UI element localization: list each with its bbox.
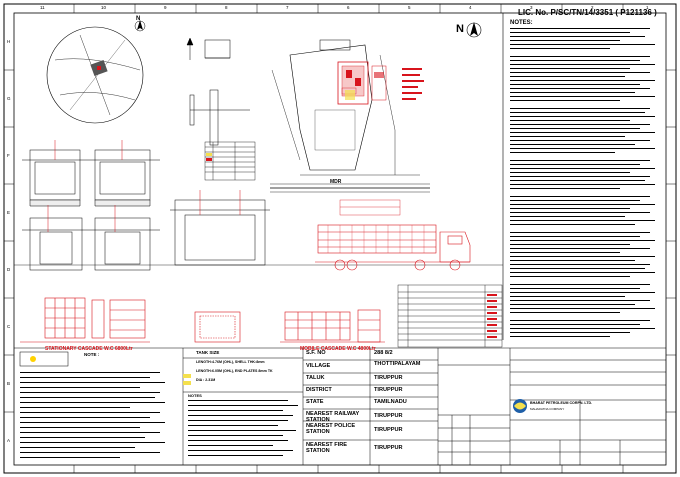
village-label: VILLAGE [306, 363, 331, 369]
tank-line-2: LENGTH:6.05M (OHL), END PLATES 8mm TK [196, 369, 273, 373]
railway-value: TIRUPPUR [374, 413, 403, 419]
grid-row-f: F [7, 153, 10, 158]
district-label: DISTRICT [306, 387, 332, 393]
upper-detail [186, 37, 250, 146]
north-arrow-right [466, 22, 482, 38]
district-value: TIRUPPUR [374, 387, 403, 393]
stationary-cascade [20, 297, 150, 343]
grid-col-10: 10 [101, 5, 107, 10]
grid-col-2: 2 [591, 5, 594, 10]
tank-section-upper [22, 140, 160, 207]
fire-value: TIRUPPUR [374, 445, 403, 451]
grid-row-g: G [7, 96, 11, 101]
notes-bottom: NOTES [188, 393, 202, 398]
mobile-cascade-label: MOBILE CASCADE W.C 4800Ltr [300, 346, 376, 352]
mobile-cascade [194, 309, 385, 343]
logo-small [30, 356, 36, 362]
police-value: TIRUPPUR [374, 427, 403, 433]
site-plan [270, 39, 430, 193]
grid-col-4: 4 [469, 5, 472, 10]
sf-no-value: 288 8/2 [374, 350, 393, 356]
title-block [14, 347, 666, 465]
grid-row-b: B [7, 381, 11, 386]
fire-label: NEAREST FIRE STATION [306, 442, 348, 455]
notes-heading: NOTES: [510, 20, 533, 26]
location-map [46, 26, 144, 124]
tank-size-title: TANK SIZE [196, 350, 220, 355]
grid-col-7: 7 [286, 5, 289, 10]
inner-border [13, 12, 667, 466]
grid-row-c: C [7, 324, 11, 329]
company-sub: MAHARATNA COMPANY [530, 407, 565, 411]
tank-section-lower [22, 205, 160, 271]
grid-col-9: 9 [164, 5, 167, 10]
company-logo [513, 399, 527, 413]
truck-drawing [315, 224, 471, 271]
grid-row-h: H [7, 39, 11, 44]
legend-table [204, 141, 256, 181]
north-label: N [456, 23, 464, 35]
grid-row-d: D [7, 267, 11, 272]
tank-section-right [170, 190, 270, 266]
equipment-table [397, 284, 503, 348]
village-value: THOTTIPALAYAM [374, 361, 421, 367]
police-label: NEAREST POLICE STATION [306, 423, 356, 436]
grid-row-a: A [7, 438, 11, 443]
state-value: TAMILNADU [374, 399, 407, 405]
grid-col-6: 6 [347, 5, 350, 10]
tank-line-1: LENGTH:4.76M (OHL), SHELL THK:8mm [196, 360, 265, 364]
taluk-label: TALUK [306, 375, 325, 381]
road-label: MDR [330, 179, 342, 185]
company-name: BHARAT PETROLEUM CORPN. LTD. [530, 401, 593, 405]
notes-lines [20, 28, 655, 458]
truck-outline [339, 199, 401, 216]
grid-col-8: 8 [225, 5, 228, 10]
tank-line-3: DIA : 2.31M [196, 378, 216, 382]
grid-ticks [4, 4, 676, 473]
railway-label: NEAREST RAILWAY STATION [306, 411, 360, 424]
taluk-value: TIRUPPUR [374, 375, 403, 381]
note-left: NOTE : [84, 352, 100, 357]
grid-col-11: 11 [40, 5, 45, 10]
north-label-small: N [136, 16, 141, 22]
grid-col-3: 3 [530, 5, 533, 10]
license-number: LIC. No. P/SC/TN/14/3351 ( P121136 ) [518, 8, 657, 17]
stationary-cascade-label: STATIONARY CASCADE W.C 6800Ltr [45, 346, 133, 352]
north-arrow-left [134, 20, 146, 32]
sf-no-label: S.F. NO [306, 350, 326, 356]
outer-border [3, 3, 677, 474]
state-label: STATE [306, 399, 324, 405]
grid-col-1: 1 [646, 5, 649, 10]
grid-row-e: E [7, 210, 11, 215]
grid-col-5: 5 [408, 5, 411, 10]
